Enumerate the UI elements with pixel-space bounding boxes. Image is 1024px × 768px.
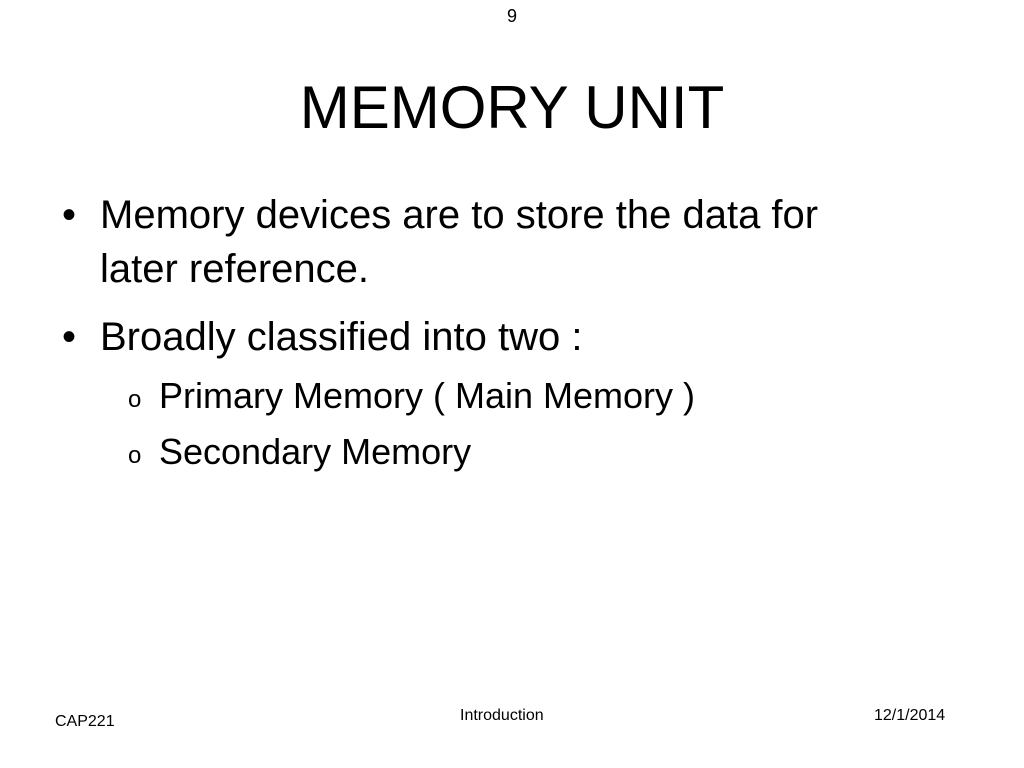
footer-date: 12/1/2014 — [874, 707, 946, 724]
bullet-text: Broadly classified into two : — [100, 315, 583, 359]
bullet-marker: • — [62, 315, 77, 359]
slide-number: 9 — [506, 6, 517, 26]
bullet-text-line: later reference. — [100, 247, 370, 291]
sub-bullet-marker: o — [128, 442, 142, 469]
sub-bullet-text: Secondary Memory — [159, 431, 472, 472]
sub-bullet-text: Primary Memory ( Main Memory ) — [159, 375, 696, 416]
bullet-item: • Broadly classified into two : — [62, 310, 962, 364]
slide-title: MEMORY UNIT — [299, 74, 725, 141]
bullet-item: • Memory devices are to store the data f… — [62, 188, 962, 298]
footer-course-code: CAP221 — [55, 713, 115, 730]
bullet-text: Memory devices are to store the data for… — [100, 188, 960, 296]
footer-section: Introduction — [460, 707, 544, 724]
sub-bullet-marker: o — [128, 386, 142, 413]
sub-bullet-item: o Secondary Memory — [128, 430, 978, 474]
bullet-text-line: Memory devices are to store the data for — [100, 193, 819, 237]
sub-bullet-item: o Primary Memory ( Main Memory ) — [128, 374, 978, 418]
bullet-marker: • — [62, 193, 77, 237]
